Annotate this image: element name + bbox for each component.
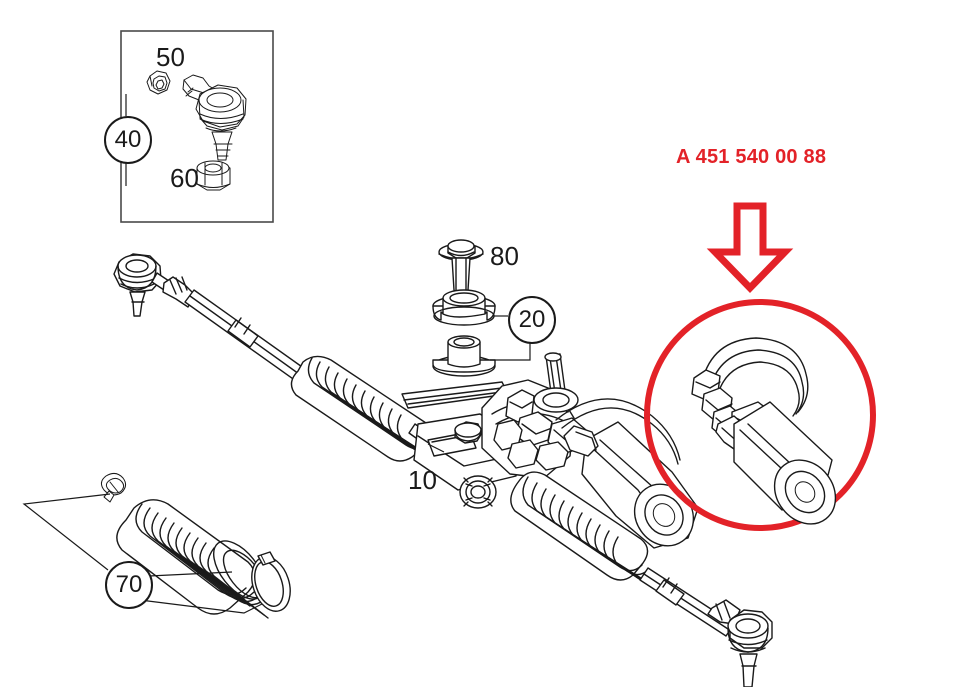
highlighted-motor-drawing	[691, 337, 837, 525]
circle-highlight-icon	[644, 299, 876, 531]
callout-label-50: 50	[156, 42, 185, 72]
lower-bushing-drawing	[432, 335, 496, 377]
left-tie-rod-assembly-drawing	[113, 253, 470, 485]
steering-rack-housing-drawing	[401, 352, 699, 549]
callout-bubble-70: 70	[105, 561, 153, 609]
callout-bubble-20: 20	[508, 296, 556, 344]
highlighted-part-number: A 451 540 00 88	[676, 146, 827, 168]
inset-castle-nut-drawing	[196, 160, 231, 191]
upper-bushing-drawing	[432, 289, 496, 326]
mount-bolt-drawing	[438, 239, 484, 299]
boot-clamp-large-drawing	[251, 551, 291, 612]
callout-label-60: 60	[170, 163, 199, 193]
right-tie-rod-assembly-drawing	[510, 471, 773, 687]
callout-label-10: 10	[408, 465, 437, 495]
down-arrow-icon	[706, 202, 794, 294]
inset-lock-nut-drawing	[146, 70, 171, 95]
callout-bubble-40: 40	[104, 116, 152, 164]
inset-tie-rod-end-drawing	[182, 74, 247, 161]
callout-leader-lines	[22, 94, 531, 614]
callout-label-80: 80	[490, 241, 519, 271]
